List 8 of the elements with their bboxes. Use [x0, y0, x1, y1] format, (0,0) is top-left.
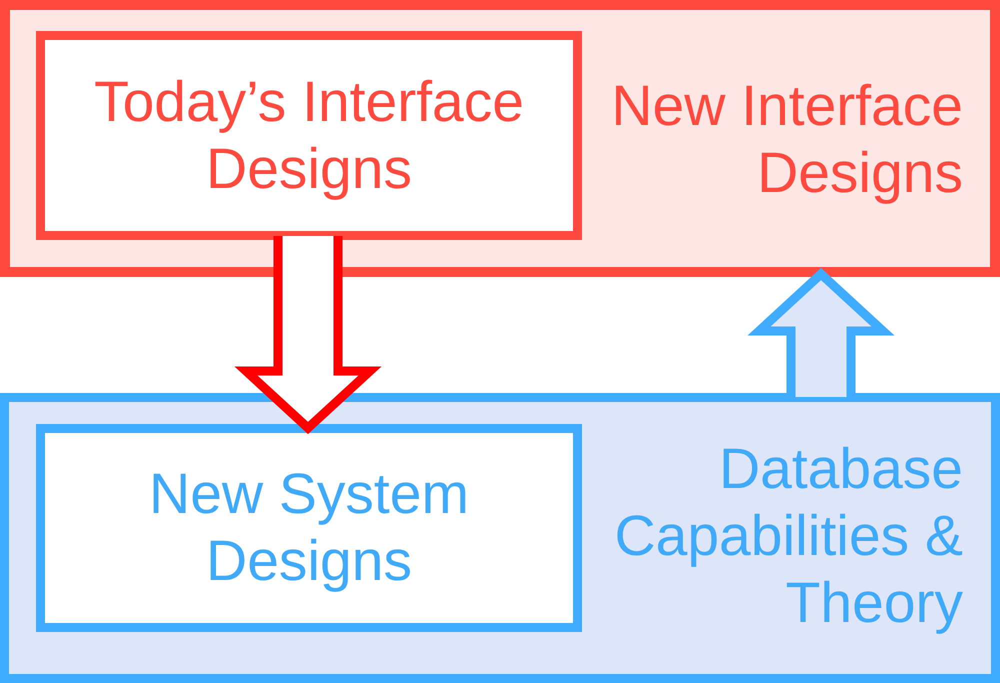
layer-panel	[0, 0, 1000, 277]
box-label: New System Designs	[148, 461, 470, 595]
process-box	[36, 31, 582, 240]
layer-panel	[0, 393, 1000, 683]
process-box	[36, 424, 582, 632]
panel-label: New Interface Designs	[610, 73, 963, 207]
box-label: Today’s Interface Designs	[93, 68, 525, 202]
panel-label: Database Capabilities & Theory	[613, 436, 963, 637]
